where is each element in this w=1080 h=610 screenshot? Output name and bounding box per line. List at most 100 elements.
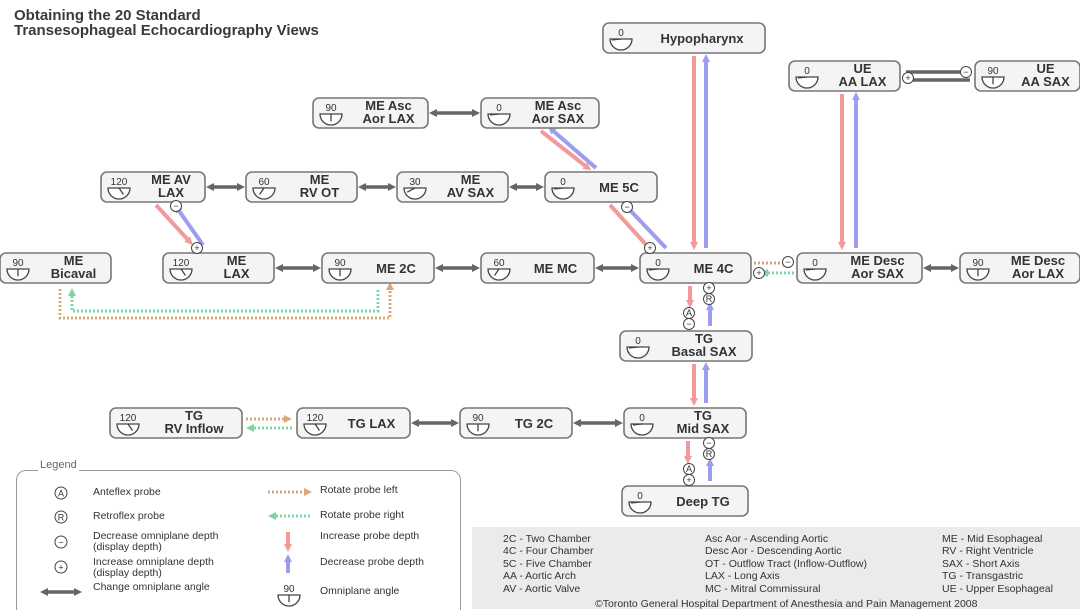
increase-probe-depth-arrow [608, 203, 653, 252]
node-box [623, 407, 747, 439]
svg-text:R: R [58, 512, 65, 522]
legend-anteflex-icon: A [54, 486, 68, 500]
node-label: LAX [158, 185, 184, 200]
angle-label: 0 [639, 413, 645, 424]
node-label: Bicaval [51, 266, 97, 281]
node-box [0, 252, 112, 284]
node-label: ME Desc [850, 253, 904, 268]
decrease-depth-symbol: − [683, 318, 695, 330]
node-label: ME [310, 172, 330, 187]
legend-increase-probe-depth-label: Increase probe depth [320, 530, 420, 542]
node-label: TG LAX [348, 416, 396, 431]
decrease-depth-symbol: − [960, 66, 972, 78]
legend-increase-depth-label: Increase omniplane depth (display depth) [93, 556, 214, 579]
node-box [396, 171, 509, 203]
node-label: ME 4C [694, 261, 734, 276]
node-label: ME [227, 253, 247, 268]
decrease-depth-symbol: − [782, 256, 794, 268]
legend-omniplane-angle-label: Omniplane angle [320, 585, 400, 597]
node-label: ME Desc [1011, 253, 1065, 268]
abbreviation-item: TG - Transgastric [942, 570, 1024, 583]
omniplane-angle-icon: 60 [252, 177, 276, 200]
node-label: TG 2C [515, 416, 554, 431]
omniplane-angle-icon: 90 [6, 258, 30, 281]
node-label: ME [461, 172, 481, 187]
node-box [321, 252, 435, 284]
node-label: Aor SAX [851, 266, 904, 281]
node-box [480, 252, 595, 284]
node-label: ME Asc [535, 98, 581, 113]
omniplane-angle-icon: 120 [169, 258, 193, 281]
node-label: Mid SAX [677, 421, 730, 436]
svg-text:+: + [58, 562, 63, 572]
abbreviation-item: Asc Aor - Ascending Aortic [705, 533, 829, 545]
node-label: ME 5C [599, 180, 639, 195]
node-box [619, 330, 753, 362]
view-node-hypopharynx[interactable]: 0 Hypopharynx [602, 22, 766, 54]
legend-rotate-left-label: Rotate probe left [320, 484, 398, 496]
decrease-depth-symbol: − [170, 200, 182, 212]
legend-box [16, 470, 461, 610]
node-box [162, 252, 275, 284]
node-box [959, 252, 1080, 284]
omniplane-angle-icon: 90 [981, 66, 1005, 89]
increase-probe-depth-arrow [154, 203, 193, 245]
node-label: ME Asc [365, 98, 411, 113]
svg-text:+: + [706, 283, 711, 293]
omniplane-angle-icon: 90 [966, 258, 990, 281]
title-line-2: Transesophageal Echocardiography Views [14, 22, 319, 39]
decrease-probe-depth-arrow [625, 205, 668, 250]
node-label: AA SAX [1021, 74, 1070, 89]
omniplane-angle-icon: 90 [328, 258, 352, 281]
node-label: Hypopharynx [660, 31, 744, 46]
title-line-1: Obtaining the 20 Standard [14, 7, 201, 24]
omniplane-angle-icon: 0 [630, 413, 654, 436]
svg-text:−: − [58, 537, 63, 547]
node-box [480, 97, 600, 129]
angle-label: 30 [409, 177, 421, 188]
view-node-tg-lax[interactable]: 120 TG LAX [296, 407, 411, 439]
rotate-right-arrow [68, 288, 380, 313]
node-box [459, 407, 573, 439]
svg-text:+: + [756, 268, 761, 278]
node-label: ME MC [534, 261, 578, 276]
anteflex-symbol: A [683, 463, 695, 475]
angle-label: 120 [307, 413, 324, 424]
svg-text:−: − [706, 438, 711, 448]
omniplane-angle-icon: 0 [609, 28, 633, 51]
svg-text:−: − [785, 257, 790, 267]
node-label: Aor LAX [1012, 266, 1064, 281]
abbreviation-item: 5C - Five Chamber [503, 557, 592, 570]
node-box [796, 252, 923, 284]
angle-label: 90 [12, 258, 24, 269]
node-box [621, 485, 749, 517]
legend-anteflex-label: Anteflex probe [93, 486, 161, 498]
diagram-title: Obtaining the 20 Standard Transesophagea… [14, 8, 319, 38]
rotate-left-arrow [58, 282, 394, 320]
legend-rotate-right-label: Rotate probe right [320, 509, 405, 521]
increase-depth-symbol: + [191, 242, 203, 254]
svg-text:A: A [686, 308, 692, 318]
abbreviation-item: LAX - Long Axis [705, 570, 780, 583]
decrease-probe-depth-arrow [547, 126, 598, 170]
